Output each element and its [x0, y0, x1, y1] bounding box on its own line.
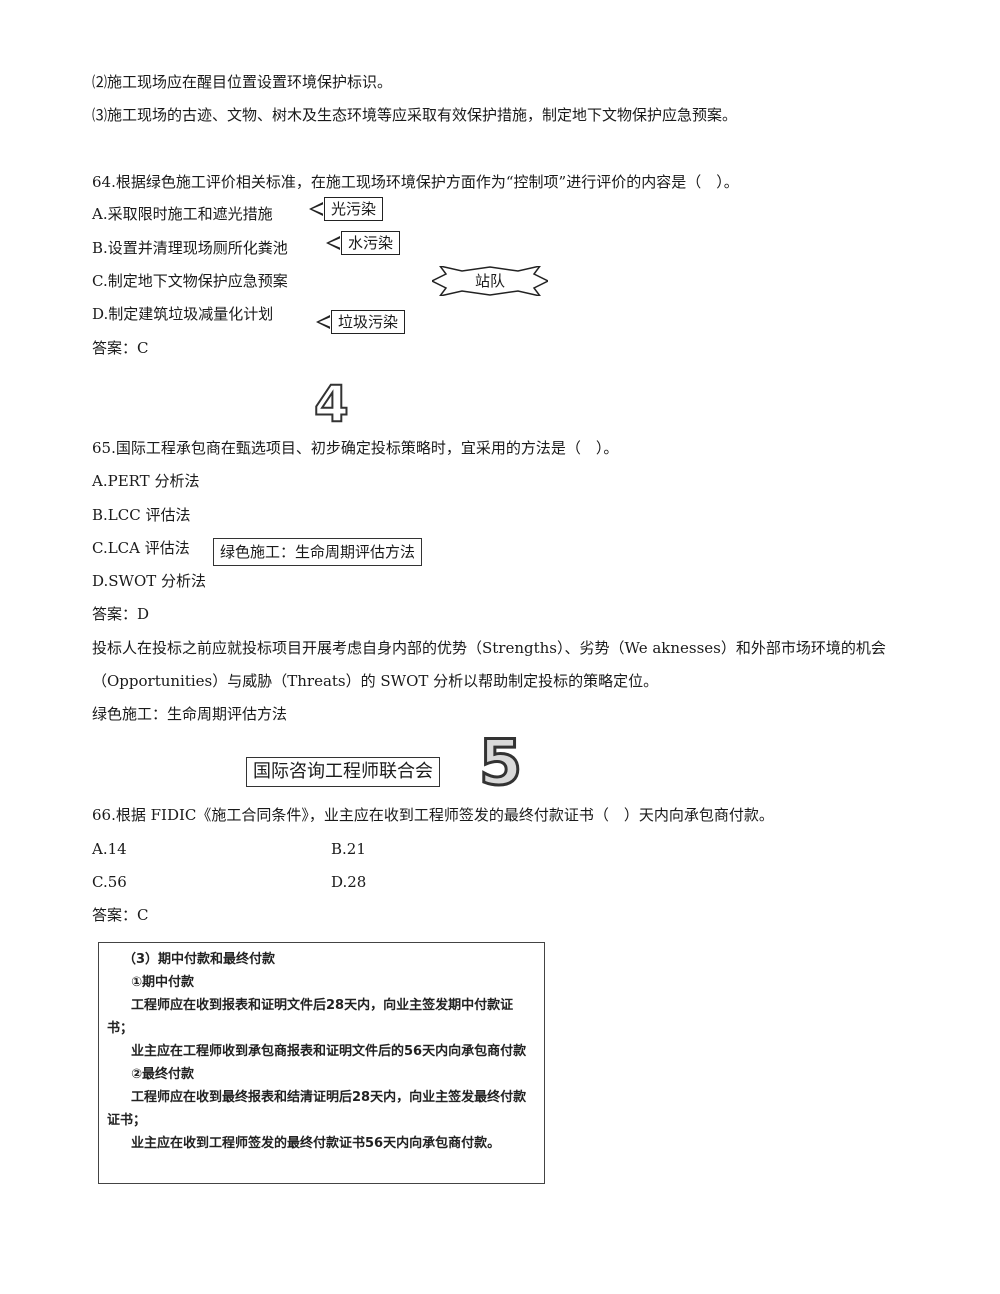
note-para: 工程师应在收到报表和证明文件后28天内，向业主签发期中付款证书；: [107, 998, 514, 1036]
explanation-65: 投标人在投标之前应就投标项目开展考虑自身内部的优势（Strengths）、劣势（…: [92, 639, 886, 690]
option-65-b: B.LCC 评估法: [92, 506, 191, 524]
answer-65: 答案：D: [92, 605, 150, 623]
option-66-b: B.21: [331, 840, 366, 858]
text-line: ⑶施工现场的古迹、文物、树木及生态环境等应采取有效保护措施，制定地下文物保护应急…: [92, 106, 738, 124]
note-para: 业主应在收到工程师签发的最终付款证书56天内向承包商付款。: [131, 1136, 501, 1151]
note-para: 业主应在工程师收到承包商报表和证明文件后的56天内向承包商付款: [131, 1044, 527, 1059]
callout-queue-label: 站队: [474, 272, 505, 290]
note-sub-interim: ①期中付款: [131, 975, 195, 990]
answer-64: 答案：C: [92, 339, 149, 357]
option-64-d: D.制定建筑垃圾减量化计划: [92, 305, 274, 323]
option-65-c: C.LCA 评估法: [92, 539, 190, 557]
note-para: 工程师应在收到最终报表和结清证明后28天内，向业主签发最终付款证书；: [107, 1090, 527, 1128]
option-64-c: C.制定地下文物保护应急预案: [92, 272, 288, 290]
callout-star-burst: 站队: [430, 264, 550, 298]
option-65-d: D.SWOT 分析法: [92, 572, 207, 590]
note-65: 绿色施工：生命周期评估方法: [92, 705, 288, 723]
answer-66: 答案：C: [92, 906, 149, 924]
note-heading: （3）期中付款和最终付款: [123, 952, 276, 967]
callout-lca: 绿色施工：生命周期评估方法: [213, 538, 423, 566]
option-66-c: C.56: [92, 873, 127, 891]
note-sub-final: ②最终付款: [131, 1067, 195, 1082]
option-66-a: A.14: [92, 840, 127, 858]
option-64-b: B.设置并清理现场厕所化粪池: [92, 239, 288, 257]
callout-garbage-pollution: 垃圾污染: [315, 310, 406, 334]
question-64: 64.根据绿色施工评价相关标准，在施工现场环境保护方面作为“控制项”进行评价的内…: [92, 173, 739, 191]
number-5-mark: 5: [477, 726, 523, 799]
option-64-a: A.采取限时施工和遮光措施: [92, 205, 273, 223]
question-66: 66.根据 FIDIC《施工合同条件》，业主应在收到工程师签发的最终付款证书（ …: [92, 806, 774, 824]
question-65: 65.国际工程承包商在甄选项目、初步确定投标策略时，宜采用的方法是（ ）。: [92, 439, 619, 457]
number-4-mark: 4: [313, 375, 350, 433]
callout-light-pollution: 光污染: [308, 197, 384, 221]
option-65-a: A.PERT 分析法: [92, 472, 200, 490]
option-66-d: D.28: [331, 873, 367, 891]
text-line: ⑵施工现场应在醒目位置设置环境保护标识。: [92, 73, 393, 91]
callout-water-pollution: 水污染: [325, 231, 401, 255]
payment-note-box: （3）期中付款和最终付款 ①期中付款 工程师应在收到报表和证明文件后28天内，向…: [98, 942, 545, 1184]
fidic-label-box: 国际咨询工程师联合会: [246, 757, 440, 787]
